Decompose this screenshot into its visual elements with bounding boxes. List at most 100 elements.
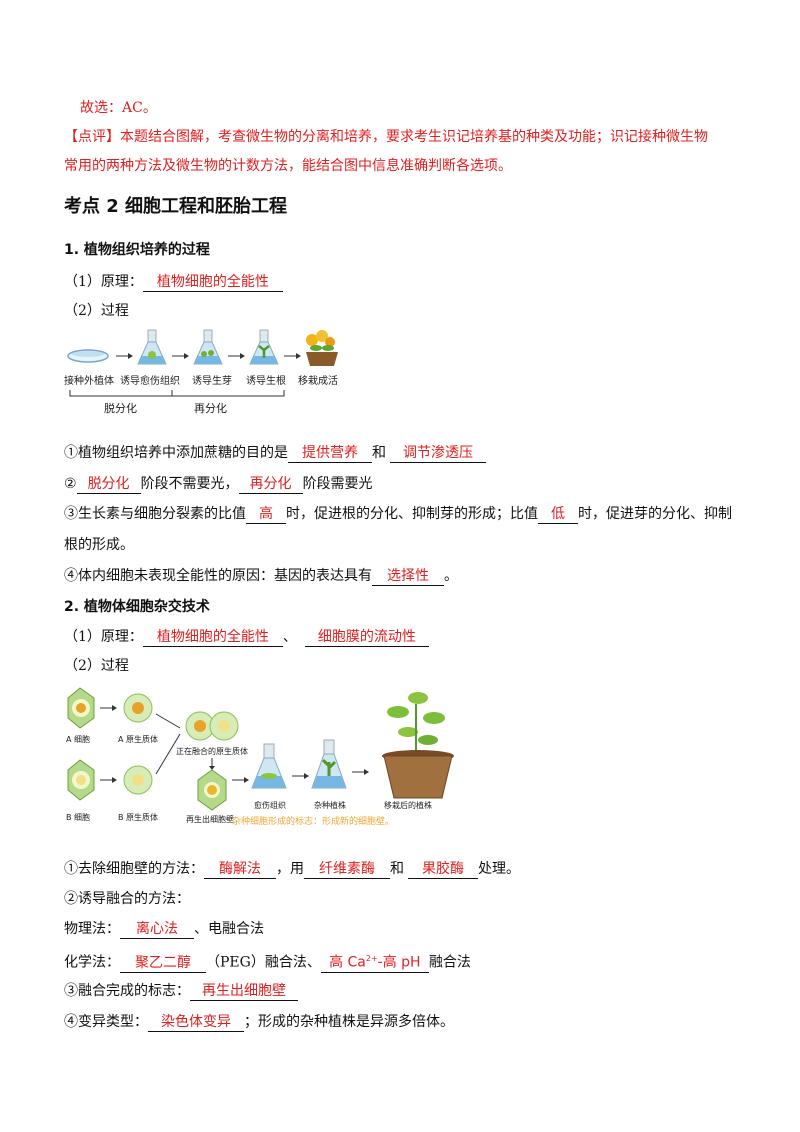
part2-q2: ②诱导融合的方法： [64,891,190,907]
q-text: （PEG）融合法、 [206,954,321,971]
q-text: ② [64,476,77,492]
answer-blank: 再分化 [238,475,303,494]
answer-part: 高 Ca [329,954,366,971]
bracket2-label: 再分化 [194,401,227,415]
section-title: 考点 2 细胞工程和胚胎工程 [64,196,288,217]
answer-blank: 高 [246,505,286,524]
step-label: 接种外植体 [64,374,114,387]
part2-heading: 2. 植物体细胞杂交技术 [64,599,210,615]
flask-hybrid-icon [311,739,347,789]
petri-dish-icon [67,349,109,363]
principle-label: （1）原理： [64,274,143,290]
q-text: 物理法： [64,921,120,937]
bracket-redifferentiation [172,390,285,397]
arrow-icon [155,713,181,729]
potted-plant-icon [382,692,454,799]
fig-label: B 细胞 [66,812,90,822]
arrow-icon [232,777,249,783]
q-text: 、电融合法 [194,921,264,937]
part1-principle: （1）原理：植物细胞的全能性 [64,272,283,292]
answer-blank: 酶解法 [204,860,276,879]
fig-label: 移栽后的植株 [384,800,432,810]
part2-q3: ③融合完成的标志：再生出细胞壁 [64,981,298,1001]
answer-blank: 调节渗透压 [390,444,486,463]
q-text: ①去除细胞壁的方法： [64,861,204,877]
fig-note: 杂种细胞形成的标志：形成新的细胞壁。 [232,815,394,827]
bracket-dedifferentiation [69,390,173,397]
arrow-icon [284,353,301,359]
q-text: ④体内细胞未表现全能性的原因：基因的表达具有 [64,568,372,584]
answer-blank: 高 Ca2+-高 pH [320,950,429,973]
regenerated-cell-icon [197,769,227,811]
flask-root-icon [249,329,279,365]
q-text: 时，促进芽的分化、抑制 [578,506,732,522]
somatic-hybrid-figure: A 细胞 A 原生质体 B 细胞 B 原生质体 正在融合的原生质体 再生出细胞壁… [66,687,454,827]
potted-plant-icon [306,330,338,366]
answer-part: -高 pH [377,954,421,971]
flask-callus-icon [137,329,167,365]
q-text: 处理。 [478,861,520,877]
arrow-icon [116,353,133,359]
answer-blank: 细胞膜的流动性 [304,628,429,647]
part2-q4: ④变异类型：染色体变异；形成的杂种植株是异源多倍体。 [64,1012,454,1032]
answer-blank: 植物细胞的全能性 [142,273,283,292]
q-text: 阶段需要光 [302,476,373,492]
bracket1-label: 脱分化 [104,401,137,415]
fig-label: A 细胞 [66,734,90,744]
part2-principle: （1）原理：植物细胞的全能性、细胞膜的流动性 [64,627,429,647]
step-label: 诱导生芽 [192,374,232,387]
physical-method: 物理法：离心法、电融合法 [64,919,264,939]
part1-heading: 1. 植物组织培养的过程 [64,242,210,258]
answer-blank: 聚乙二醇 [120,954,206,973]
q-text: 时，促进根的分化、抑制芽的形成；比值 [286,506,538,522]
q-text: 、 [282,629,297,645]
arrow-icon [172,353,189,359]
step-label: 诱导愈伤组织 [120,374,180,387]
answer-blank: 再生出细胞壁 [190,982,298,1001]
arrow-icon [292,773,309,779]
arrow-icon [209,758,215,770]
q-text: 化学法： [64,954,120,971]
q-text: ③融合完成的标志： [64,983,190,999]
q-text: ；形成的杂种植株是异源多倍体。 [244,1014,454,1030]
q-text: 和 [372,445,386,461]
q-text: 。 [444,568,458,584]
part2-q1: ①去除细胞壁的方法：酶解法，用纤维素酶和果胶酶处理。 [64,859,520,879]
principle-label: （1）原理： [64,629,143,645]
fusing-protoplast-icon [185,711,239,741]
conclusion: 故选：AC。 [80,100,157,116]
part1-process-label: （2）过程 [64,303,129,319]
flask-bud-icon [193,329,223,365]
answer-blank: 脱分化 [76,475,141,494]
q-text: ④变异类型： [64,1014,148,1030]
a-cell-icon [67,687,95,729]
answer-sup: 2+ [365,954,378,963]
q-text: 和 [390,861,404,877]
tissue-culture-figure: 接种外植体 诱导愈伤组织 诱导生芽 诱导生根 移栽成活 脱分化 再分化 [64,329,338,415]
part1-q3: ③生长素与细胞分裂素的比值高时，促进根的分化、抑制芽的形成；比值低时，促进芽的分… [64,504,732,524]
part1-q4: ④体内细胞未表现全能性的原因：基因的表达具有选择性。 [64,566,458,586]
answer-blank: 纤维素酶 [304,860,390,879]
answer-blank: 离心法 [120,920,194,939]
arrow-icon [100,777,117,783]
answer-blank: 果胶酶 [408,860,478,879]
fig-label: B 原生质体 [118,812,158,822]
step-label: 诱导生根 [246,374,286,387]
answer-blank: 选择性 [372,567,444,586]
comment-line-1: 【点评】本题结合图解，考查微生物的分离和培养，要求考生识记培养基的种类及功能；识… [64,129,708,145]
q-text: ③生长素与细胞分裂素的比值 [64,506,246,522]
b-cell-icon [67,759,95,801]
arrow-icon [352,769,369,775]
arrow-icon [155,733,181,775]
q-text: 融合法 [428,954,471,971]
q-text: ，用 [276,861,304,877]
answer-blank: 提供营养 [288,444,372,463]
answer-blank: 低 [538,505,578,524]
part1-q3-line2: 根的形成。 [64,537,134,553]
b-protoplast-icon [123,765,153,795]
fig-label: 愈伤组织 [254,800,286,810]
a-protoplast-icon [123,693,153,723]
arrow-icon [100,705,117,711]
